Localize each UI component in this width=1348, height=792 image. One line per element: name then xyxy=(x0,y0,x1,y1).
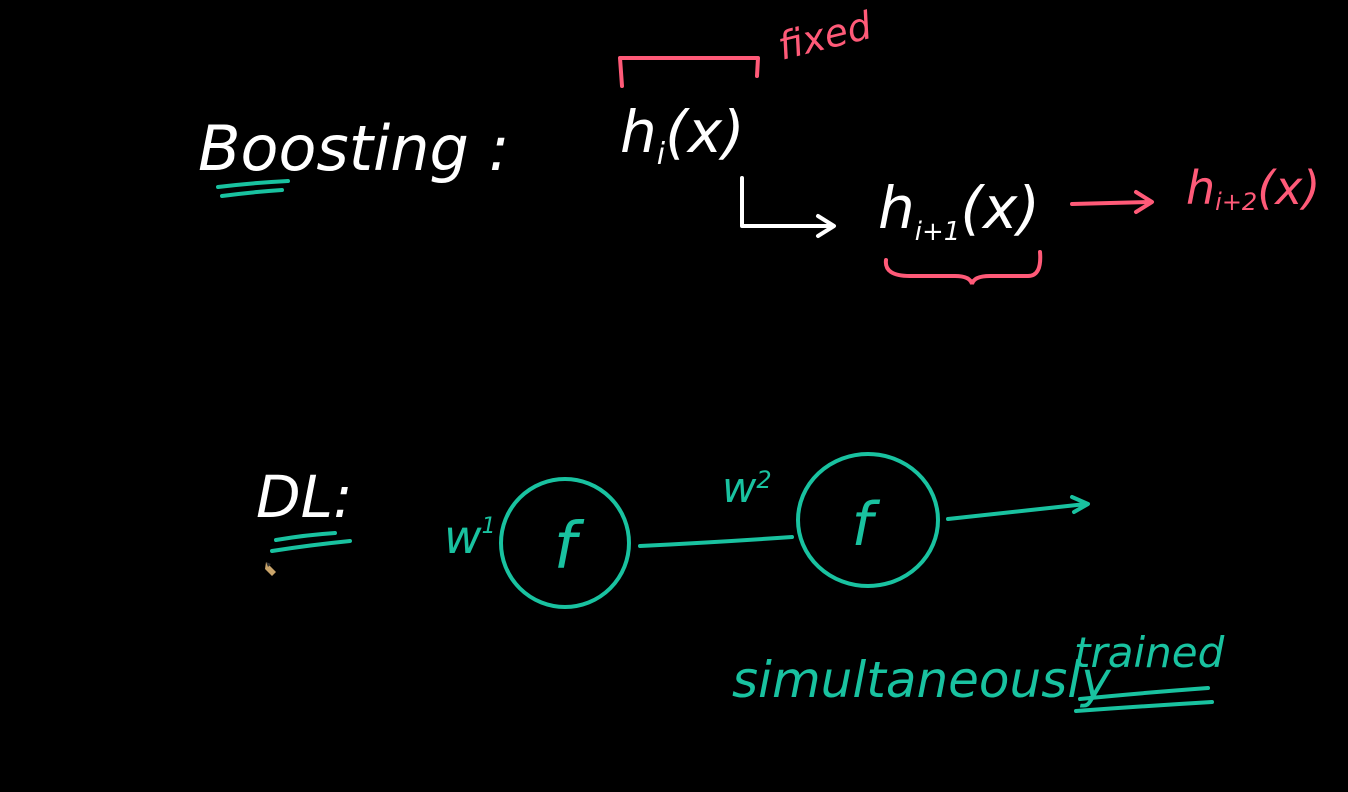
trained-underline xyxy=(1074,686,1214,713)
model-h-i-arg: (x) xyxy=(665,98,745,166)
weight-w2: w2 xyxy=(722,463,772,512)
dl-heading: DL: xyxy=(256,463,353,531)
weight-w1-base: w xyxy=(444,510,482,564)
model-h-i-plus-1: hi+1(x) xyxy=(878,174,1040,247)
boosting-arrow-2 xyxy=(1070,190,1154,214)
boosting-heading: Boosting : xyxy=(198,112,509,185)
model-h-i: hi(x) xyxy=(620,98,745,172)
model-h-i-plus-1-base: h xyxy=(878,174,915,242)
boosting-underline xyxy=(216,179,290,198)
output-arrow xyxy=(946,495,1090,521)
neuron-node-2 xyxy=(796,452,940,588)
neuron-node-2-label: f xyxy=(851,490,880,560)
model-h-i-plus-2-arg: (x) xyxy=(1257,161,1320,215)
fixed-bracket xyxy=(618,56,760,88)
connection-line xyxy=(638,535,794,548)
dl-underline xyxy=(270,531,352,553)
note-simultaneously: simultaneously xyxy=(732,651,1112,709)
deep-learning-section: DL: w1 f w2 f simultaneously trained xyxy=(256,452,1225,713)
weight-w2-base: w xyxy=(722,463,757,512)
neuron-node-1-label: f xyxy=(554,510,585,584)
training-brace xyxy=(883,250,1043,285)
weight-w2-sup: 2 xyxy=(756,466,771,494)
boosting-arrow-1 xyxy=(740,176,836,238)
model-h-i-sub: i xyxy=(657,137,666,172)
model-h-i-plus-2-base: h xyxy=(1186,161,1215,215)
model-h-i-plus-2: hi+2(x) xyxy=(1186,161,1320,216)
weight-w1-sup: 1 xyxy=(482,514,496,539)
neuron-node-1 xyxy=(499,477,631,609)
model-h-i-plus-1-arg: (x) xyxy=(960,174,1040,242)
fixed-note: fixed xyxy=(774,3,877,69)
pencil-cursor-icon xyxy=(265,562,276,576)
boosting-section: Boosting : fixed hi(x) hi+1(x) hi+2(x) xyxy=(198,3,1320,285)
model-h-i-plus-2-sub: i+2 xyxy=(1215,188,1257,216)
weight-w1: w1 xyxy=(444,510,496,564)
model-h-i-plus-1-sub: i+1 xyxy=(915,217,961,247)
model-h-i-base: h xyxy=(620,98,657,166)
note-trained: trained xyxy=(1074,628,1225,677)
